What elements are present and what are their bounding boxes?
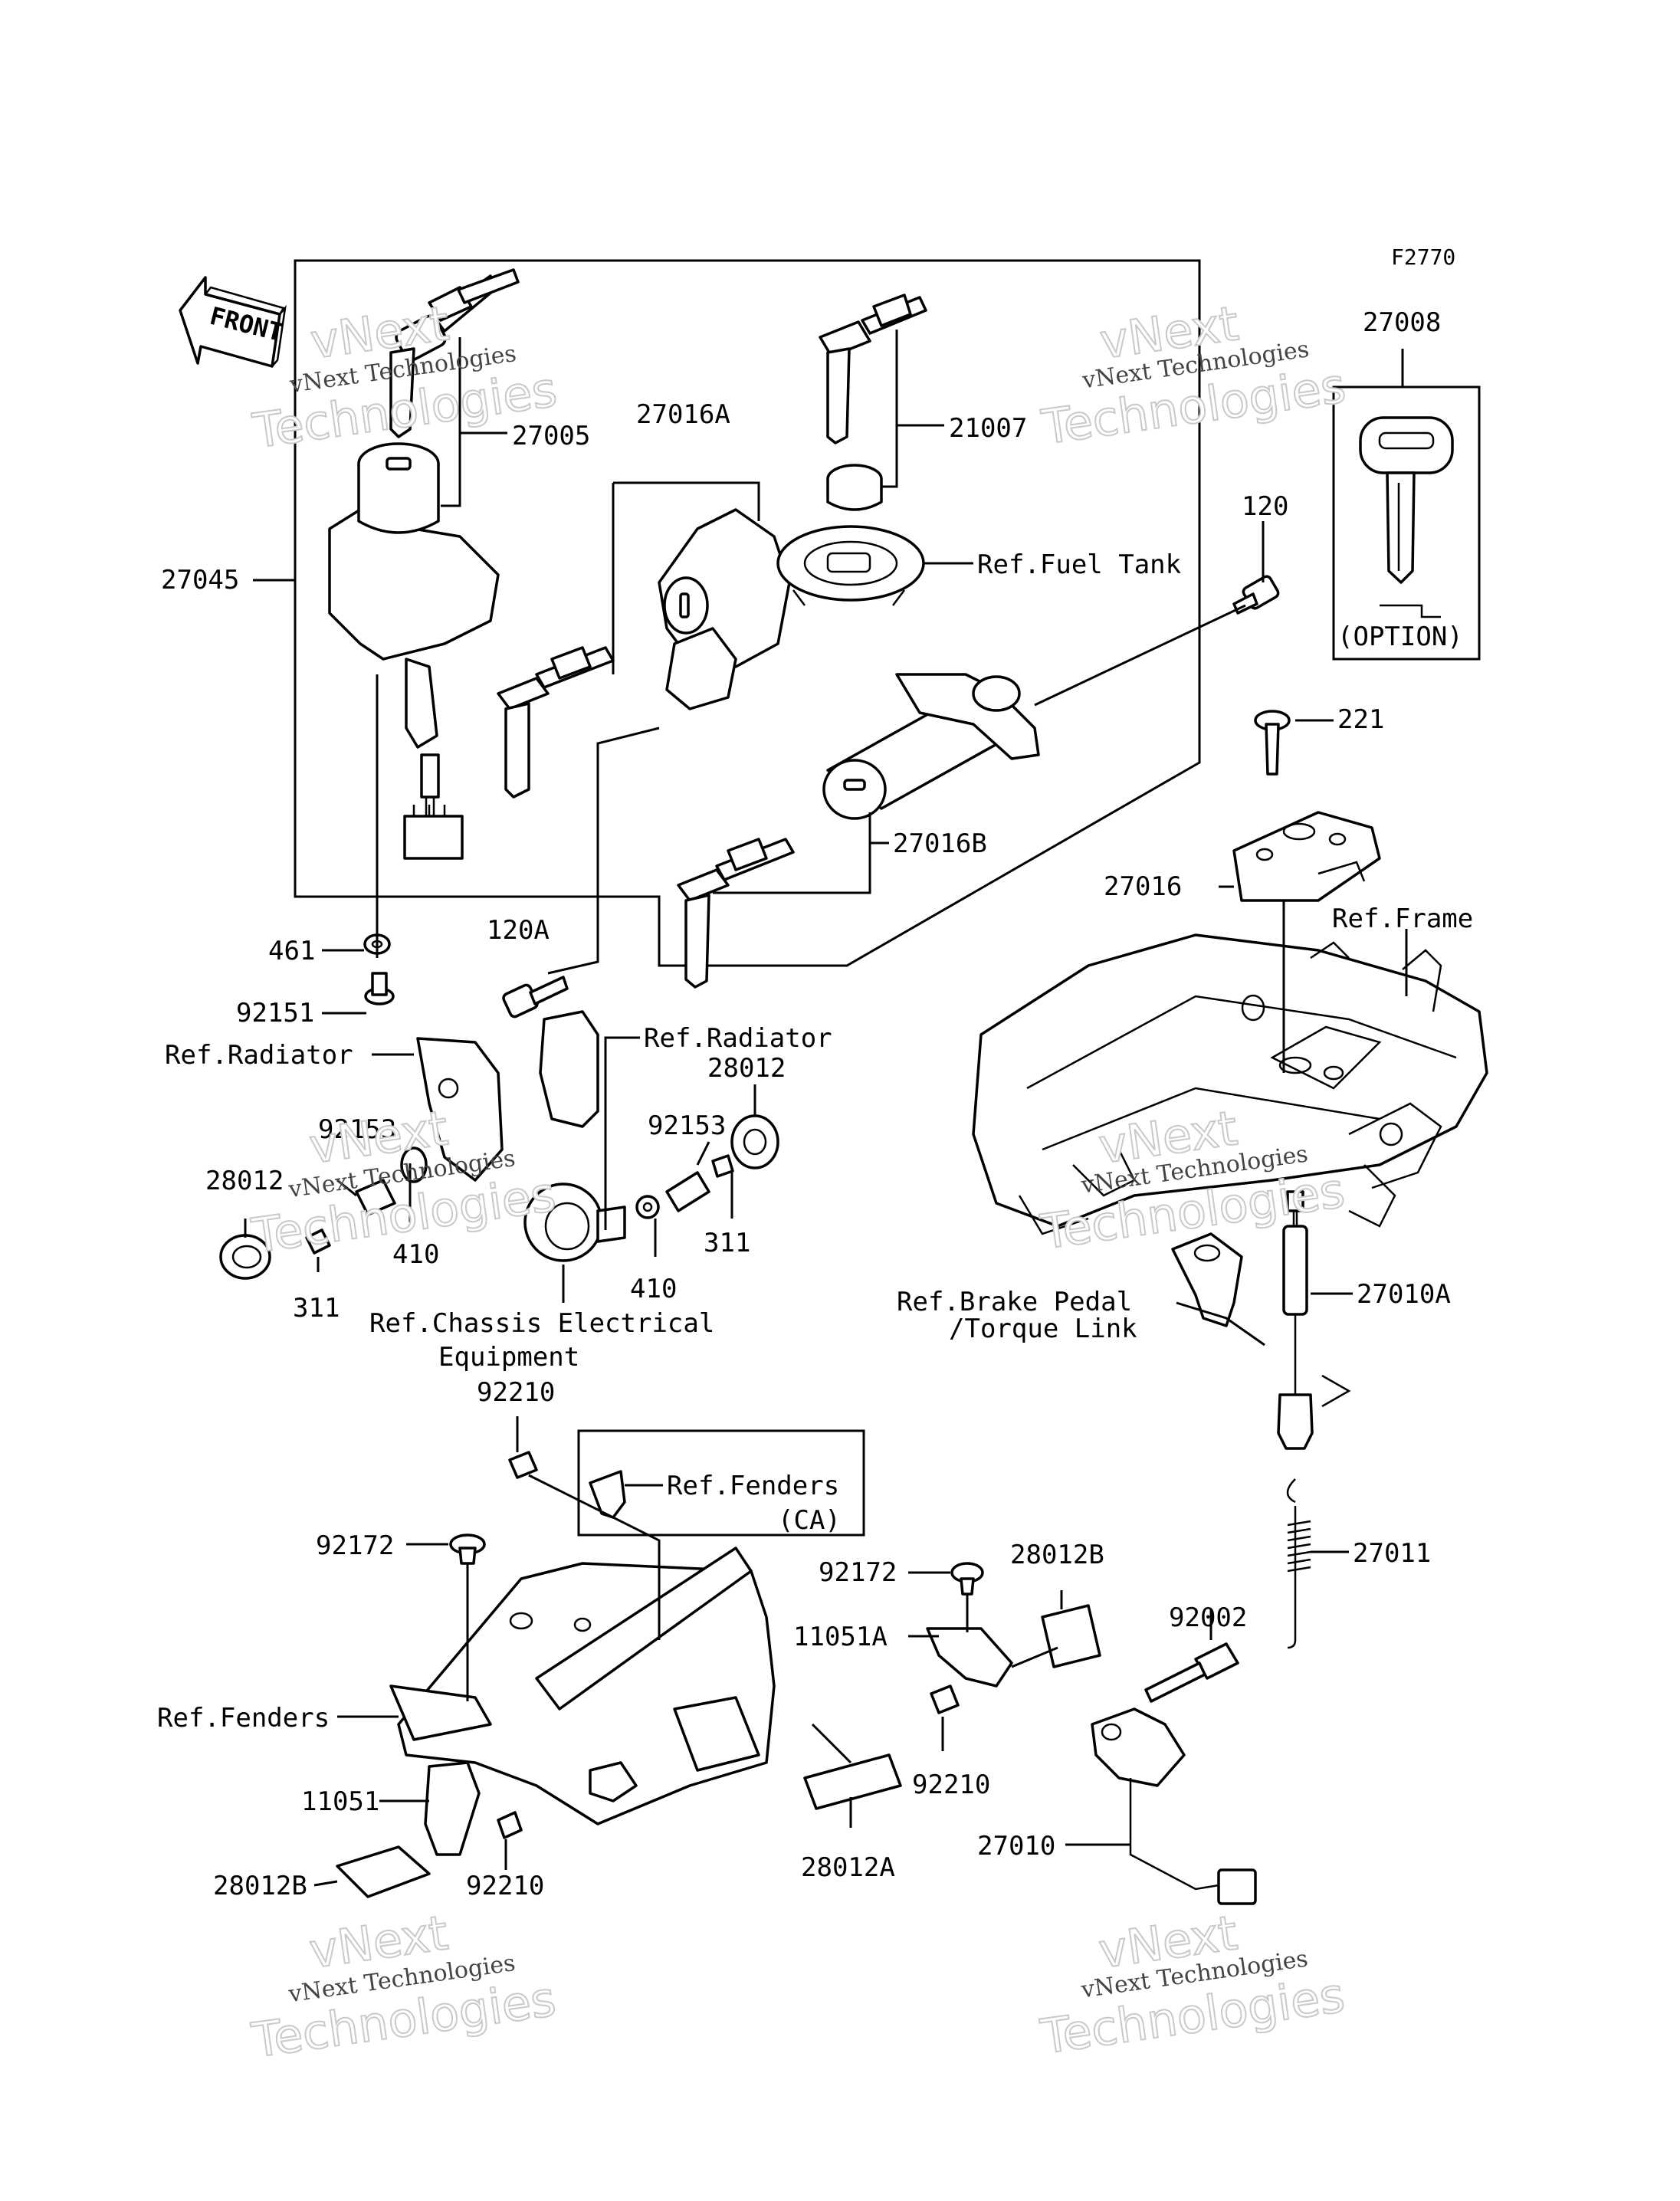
watermark-bottom-right: vNext vNext Technologies Technologies [1036, 1904, 1349, 2065]
key-set-27005 [389, 268, 520, 438]
watermark-bottom-left: vNext vNext Technologies Technologies [248, 1904, 560, 2069]
nut-92210-bottom [497, 1811, 523, 1839]
screw-92172-right [950, 1562, 984, 1596]
label-27016A: 27016A [636, 399, 730, 430]
ignition-group-outline [294, 259, 1201, 967]
ignition-switch-27045 [328, 442, 500, 860]
nut-92210-mid [930, 1684, 960, 1714]
reflector-28012-left [219, 1234, 271, 1280]
label-21007: 21007 [949, 413, 1027, 444]
label-92172-right: 92172 [819, 1557, 897, 1588]
label-ref-brake-pedal: Ref.Brake Pedal [897, 1287, 1132, 1317]
collar-92153-left [355, 1146, 428, 1216]
label-92002: 92002 [1169, 1602, 1247, 1633]
label-ref-radiator-right: Ref.Radiator [644, 1023, 832, 1054]
fuel-cap-lock-21007 [776, 294, 927, 606]
spring-27011 [1286, 1478, 1311, 1649]
label-27011: 27011 [1353, 1538, 1431, 1569]
label-27008: 27008 [1363, 307, 1441, 338]
horn-chassis-electrical [523, 1183, 626, 1262]
nut-311-left [305, 1228, 331, 1255]
label-410-right: 410 [630, 1274, 677, 1304]
label-311-right: 311 [704, 1228, 750, 1258]
label-28012B-left: 28012B [213, 1871, 307, 1901]
label-92210-top: 92210 [477, 1377, 555, 1408]
label-92210-mid: 92210 [912, 1770, 990, 1800]
label-92153-left: 92153 [318, 1114, 396, 1145]
reflector-28012B-left [336, 1845, 431, 1898]
label-ref-chassis-equipment: Equipment [438, 1342, 579, 1373]
reflector-28012A [803, 1753, 902, 1810]
bracket-11051 [424, 1761, 481, 1856]
lock-cylinder-27016B [677, 673, 1040, 989]
brake-pedal-bracket [1171, 1232, 1243, 1327]
bolt-92151 [364, 972, 395, 1005]
label-27016B: 27016B [893, 828, 987, 859]
label-410-left: 410 [392, 1239, 439, 1270]
brake-switch-27010 [1091, 1707, 1257, 1905]
label-ca: (CA) [778, 1505, 841, 1536]
label-ref-fenders-ca: Ref.Fenders [667, 1471, 839, 1501]
bracket-27016 [1232, 811, 1381, 902]
label-ref-fenders: Ref.Fenders [157, 1703, 330, 1734]
label-92153-right: 92153 [648, 1110, 726, 1141]
label-ref-fuel-tank: Ref.Fuel Tank [977, 549, 1181, 580]
label-311-left: 311 [293, 1293, 340, 1324]
bracket-11051A [926, 1627, 1013, 1688]
nut-92210-top [508, 1451, 538, 1479]
rear-fender [389, 1547, 776, 1825]
label-28012-right: 28012 [707, 1053, 786, 1084]
label-92151: 92151 [236, 998, 314, 1028]
reflector-28012-right [730, 1114, 779, 1169]
bolt-92002 [1144, 1642, 1239, 1703]
label-92172-left: 92172 [316, 1530, 394, 1561]
label-92210-bottom: 92210 [466, 1871, 544, 1901]
leader-lines [244, 330, 1408, 1887]
radiator-bracket-left [416, 1037, 504, 1182]
label-ref-frame: Ref.Frame [1332, 904, 1473, 934]
nut-311-right [711, 1154, 734, 1178]
label-120A: 120A [487, 915, 550, 946]
watermark-mid-left: vNext vNext Technologies Technologies [248, 1099, 560, 1265]
screw-221 [1254, 710, 1291, 776]
label-28012A: 28012A [801, 1852, 895, 1883]
bolt-120A [502, 976, 569, 1018]
frame-assembly [972, 933, 1488, 1235]
label-11051A: 11051A [793, 1622, 888, 1652]
radiator-bracket-center [539, 1010, 599, 1128]
screw-92172-left [449, 1533, 486, 1565]
label-11051: 11051 [301, 1786, 379, 1817]
watermark-top-right: vNext vNext Technologies Technologies [1038, 294, 1350, 456]
callout-labels: 27005 27016A 21007 27008 (OPTION) Ref.Fu… [157, 307, 1473, 1901]
front-arrow-icon: FRONT [179, 276, 287, 368]
label-ref-chassis-electrical: Ref.Chassis Electrical [369, 1308, 714, 1339]
label-27005: 27005 [512, 421, 590, 451]
label-ref-torque-link: /Torque Link [949, 1314, 1137, 1344]
label-option: (OPTION) [1337, 622, 1463, 652]
label-461: 461 [268, 936, 315, 966]
label-27010A: 27010A [1357, 1279, 1451, 1310]
label-28012-left: 28012 [205, 1166, 284, 1196]
label-221: 221 [1337, 704, 1384, 735]
rear-brake-switch-27010A [1277, 1190, 1351, 1450]
label-ref-radiator-left: Ref.Radiator [165, 1040, 353, 1071]
label-27010: 27010 [977, 1831, 1055, 1862]
option-key-box-27008 [1332, 385, 1481, 661]
label-27016: 27016 [1104, 871, 1182, 902]
seat-lock-27016A [497, 508, 791, 799]
label-27045: 27045 [161, 565, 239, 595]
figure-code: F2770 [1391, 244, 1455, 270]
label-28012B-right: 28012B [1010, 1540, 1104, 1570]
washer-410-right [635, 1195, 660, 1219]
reflector-28012B-right [1041, 1604, 1101, 1668]
collar-92153-right [665, 1171, 710, 1212]
fender-ref-ca-box [577, 1429, 865, 1537]
label-120: 120 [1242, 491, 1288, 522]
